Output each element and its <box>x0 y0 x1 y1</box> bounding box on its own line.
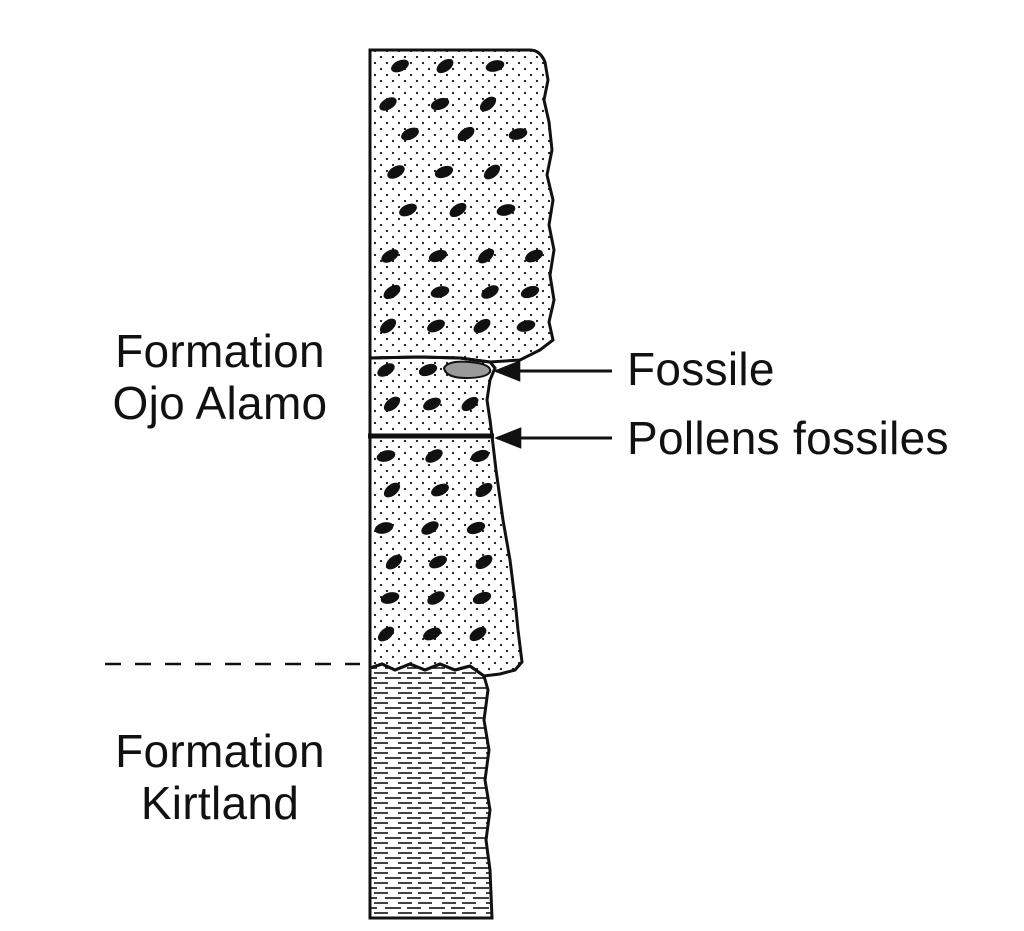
pebble <box>381 249 399 263</box>
ojo-alamo-label: Formation Ojo Alamo <box>80 325 360 429</box>
pebble <box>421 521 439 535</box>
pebble <box>485 60 505 72</box>
pebble <box>374 522 394 534</box>
pebble <box>376 450 396 462</box>
pebble <box>428 249 448 263</box>
pebble <box>383 396 401 412</box>
pebble <box>380 592 400 604</box>
pebble <box>423 627 441 641</box>
pebble <box>481 285 499 299</box>
fossil-label: Fossile <box>627 343 775 395</box>
pebble <box>436 58 454 74</box>
pebble <box>508 128 528 140</box>
pebble <box>473 318 491 334</box>
pebble <box>391 59 409 73</box>
ojo-alamo-label-line1: Formation <box>115 325 325 377</box>
pebble <box>475 482 493 498</box>
ojo-alamo-label-line2: Ojo Alamo <box>112 377 328 429</box>
kirtland-shale-bed <box>368 662 494 920</box>
pebble <box>429 555 447 569</box>
pebble <box>377 363 395 377</box>
pebble <box>434 165 454 179</box>
pebble <box>525 249 543 263</box>
pebble <box>466 521 486 535</box>
pebble <box>520 285 540 299</box>
pebble <box>479 96 497 112</box>
pebble <box>483 164 501 180</box>
pebble <box>496 204 516 216</box>
pebble <box>418 363 438 377</box>
pebble <box>401 127 419 141</box>
kirtland-label-line2: Kirtland <box>140 777 300 829</box>
pebble <box>387 165 405 179</box>
pebble <box>427 319 445 333</box>
pebble <box>383 284 401 300</box>
pebble <box>430 97 450 111</box>
lower-conglomerate-bed <box>368 434 524 678</box>
kirtland-label: Formation Kirtland <box>80 725 360 829</box>
pebble <box>475 554 493 570</box>
pebble <box>379 97 397 111</box>
pebble <box>427 591 445 605</box>
pebble <box>379 318 397 334</box>
pollen-label: Pollens fossiles <box>627 412 949 464</box>
conglomerate-pebbles <box>374 58 543 642</box>
pebble <box>516 320 536 332</box>
pebble <box>472 591 492 605</box>
pebble <box>377 626 395 642</box>
pebble <box>477 248 495 264</box>
pebble <box>457 126 475 142</box>
pebble <box>425 449 443 463</box>
pebble <box>423 397 441 411</box>
pebble <box>431 483 449 497</box>
fossil-specimen <box>442 360 492 380</box>
pebble <box>399 203 417 217</box>
pebble <box>469 626 487 642</box>
kirtland-label-line1: Formation <box>115 725 325 777</box>
pebble <box>385 554 403 570</box>
pebble <box>461 396 479 412</box>
pebble <box>383 482 401 498</box>
pebble <box>430 286 450 298</box>
pebble <box>470 449 490 463</box>
pebble <box>449 202 467 218</box>
